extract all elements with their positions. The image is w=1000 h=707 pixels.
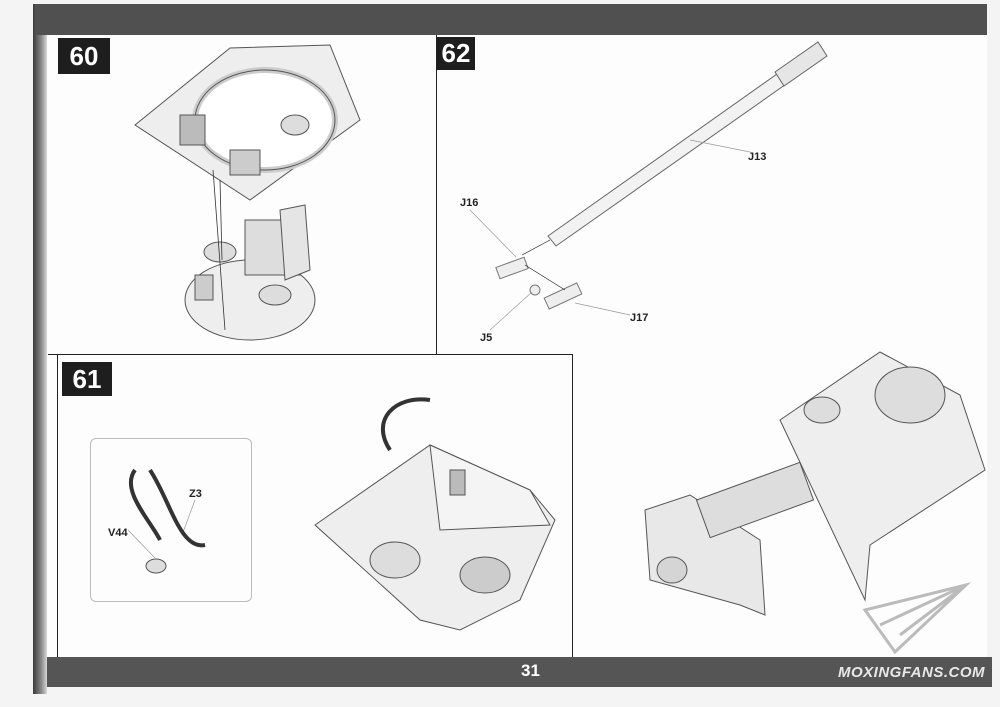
cable-inset-drawing [128,468,206,574]
step-61-inset [90,438,252,602]
footer-bar [47,657,992,687]
book-spine [33,4,47,694]
step-61-label: 61 [62,362,112,396]
paper-plane-logo [862,582,972,655]
part-label-v44: V44 [108,527,128,539]
turret-floor-drawing [314,397,556,631]
turret-ring-drawing [134,44,361,201]
leader-lines [127,139,751,559]
assembly-arrows [521,239,566,291]
part-label-j5: J5 [480,332,493,344]
breech-parts-drawing [495,256,583,310]
part-label-z3: Z3 [189,488,202,500]
part-label-j16: J16 [460,197,479,209]
watermark-text: MOXINGFANS.COM [838,664,986,681]
page-number: 31 [521,661,540,680]
gun-barrel-drawing [547,41,828,247]
turret-basket-drawing [184,204,316,341]
header-bar [35,4,987,35]
step-62-label: 62 [437,37,475,70]
part-label-j17: J17 [630,312,649,324]
part-label-j13: J13 [748,151,767,163]
step-60-label: 60 [58,38,110,74]
guide-lines [212,169,226,331]
turret-shell-drawing [644,351,986,616]
